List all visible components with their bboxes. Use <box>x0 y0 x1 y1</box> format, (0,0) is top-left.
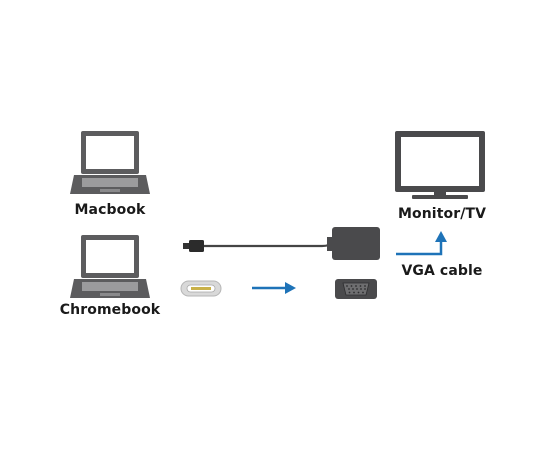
vga-cable-label: VGA cable <box>401 263 483 279</box>
arrow-right-icon <box>252 282 296 294</box>
vga-port-icon <box>335 279 377 299</box>
chromebook-icon <box>70 235 150 298</box>
usb-c-adapter-cable <box>183 227 380 260</box>
arrow-up-icon <box>396 231 447 256</box>
chromebook-label: Chromebook <box>59 302 161 318</box>
monitor-icon <box>395 131 485 199</box>
macbook-label: Macbook <box>74 202 146 218</box>
macbook-icon <box>70 131 150 194</box>
monitor-label: Monitor/TV <box>397 206 487 222</box>
usb-c-connector-icon <box>180 280 222 297</box>
